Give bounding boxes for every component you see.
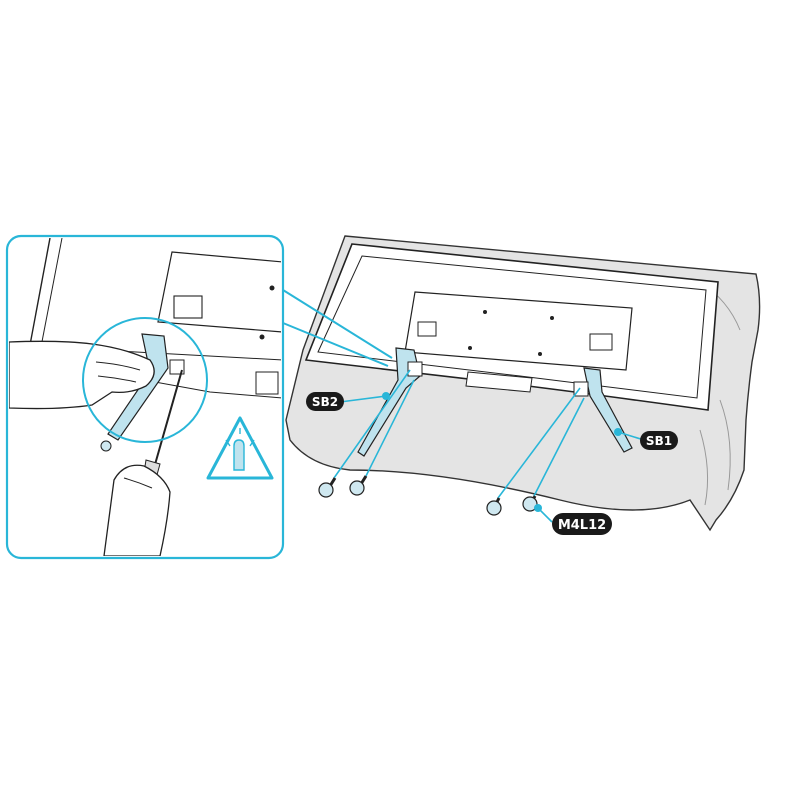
stand-sb2 <box>357 347 423 457</box>
label-sb1-text: SB1 <box>646 434 672 448</box>
screw-3-icon <box>486 497 502 516</box>
label-m4l12: M4L12 <box>534 504 612 535</box>
callout-connector <box>282 289 393 367</box>
screw-2-icon <box>349 475 368 496</box>
caution-pinch-hand-icon <box>206 416 274 480</box>
label-m4l12-text: M4L12 <box>558 518 606 533</box>
screw-4-icon <box>522 495 538 512</box>
screw-guides <box>333 369 585 499</box>
screw-1-icon <box>318 477 337 498</box>
label-sb2-text: SB2 <box>312 395 338 409</box>
label-sb1: SB1 <box>614 428 678 450</box>
tv-back-panel <box>304 243 719 411</box>
detail-callout <box>5 234 285 560</box>
label-sb2: SB2 <box>306 392 390 411</box>
